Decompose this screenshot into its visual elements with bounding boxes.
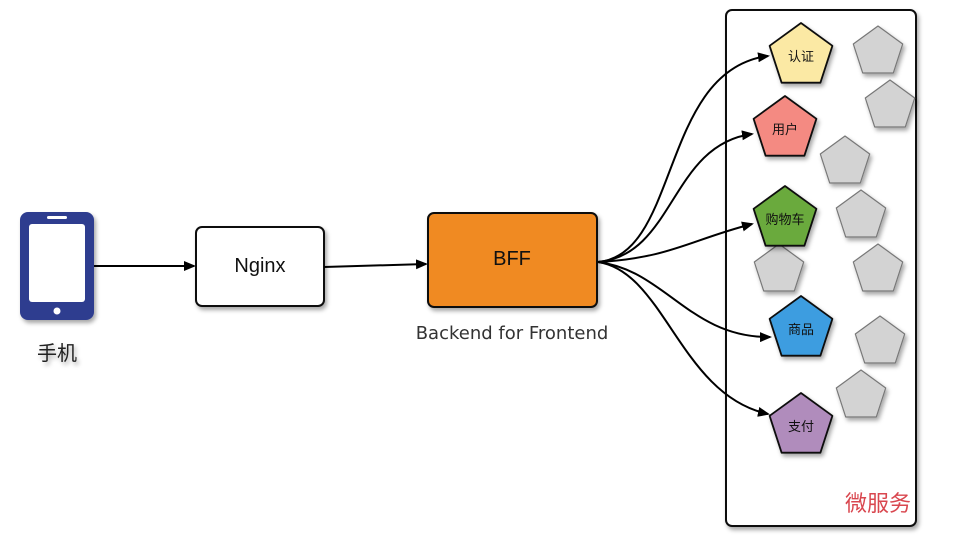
placeholder-service-6 [852, 243, 904, 292]
service-auth-label: 认证 [788, 50, 814, 65]
nginx-label: Nginx [234, 255, 285, 277]
placeholder-service-7 [854, 315, 906, 364]
arrow-bff-to-user [597, 130, 754, 263]
service-auth: 认证 [768, 22, 834, 84]
service-payment: 支付 [768, 392, 834, 454]
service-cart-label: 购物车 [765, 212, 804, 228]
arrow-bff-to-product [597, 261, 772, 343]
service-payment-shape [768, 392, 834, 454]
arrow-bff-to-cart [597, 221, 754, 263]
phone-icon [20, 212, 94, 320]
placeholder-service-4 [835, 189, 887, 238]
service-cart-shape [752, 185, 818, 247]
service-cart: 购物车 [752, 185, 818, 247]
bff-to-services-arrows [597, 52, 772, 417]
arrow-bff-to-auth [597, 52, 770, 263]
placeholder-service-3 [819, 135, 871, 184]
arrow-bff-to-payment [597, 261, 770, 417]
service-product-shape [768, 295, 834, 357]
placeholder-service-1 [852, 25, 904, 74]
placeholder-service-2 [864, 79, 916, 128]
placeholder-services [753, 25, 916, 418]
microservices-label: 微服务 [845, 492, 911, 517]
bff-box [427, 212, 598, 308]
placeholder-service-5 [753, 243, 805, 292]
placeholder-service-8 [835, 369, 887, 418]
service-product: 商品 [768, 295, 834, 357]
service-payment-label: 支付 [788, 420, 814, 435]
bff-caption: Backend for Frontend [416, 323, 609, 344]
service-user-label: 用户 [772, 122, 798, 138]
service-product-label: 商品 [788, 323, 814, 338]
service-user-shape [752, 95, 818, 157]
service-user: 用户 [752, 95, 818, 157]
phone-label: 手机 [37, 341, 77, 365]
service-auth-shape [768, 22, 834, 84]
bff-label: BFF [493, 248, 531, 270]
arrow-nginx-to-bff [323, 259, 428, 270]
